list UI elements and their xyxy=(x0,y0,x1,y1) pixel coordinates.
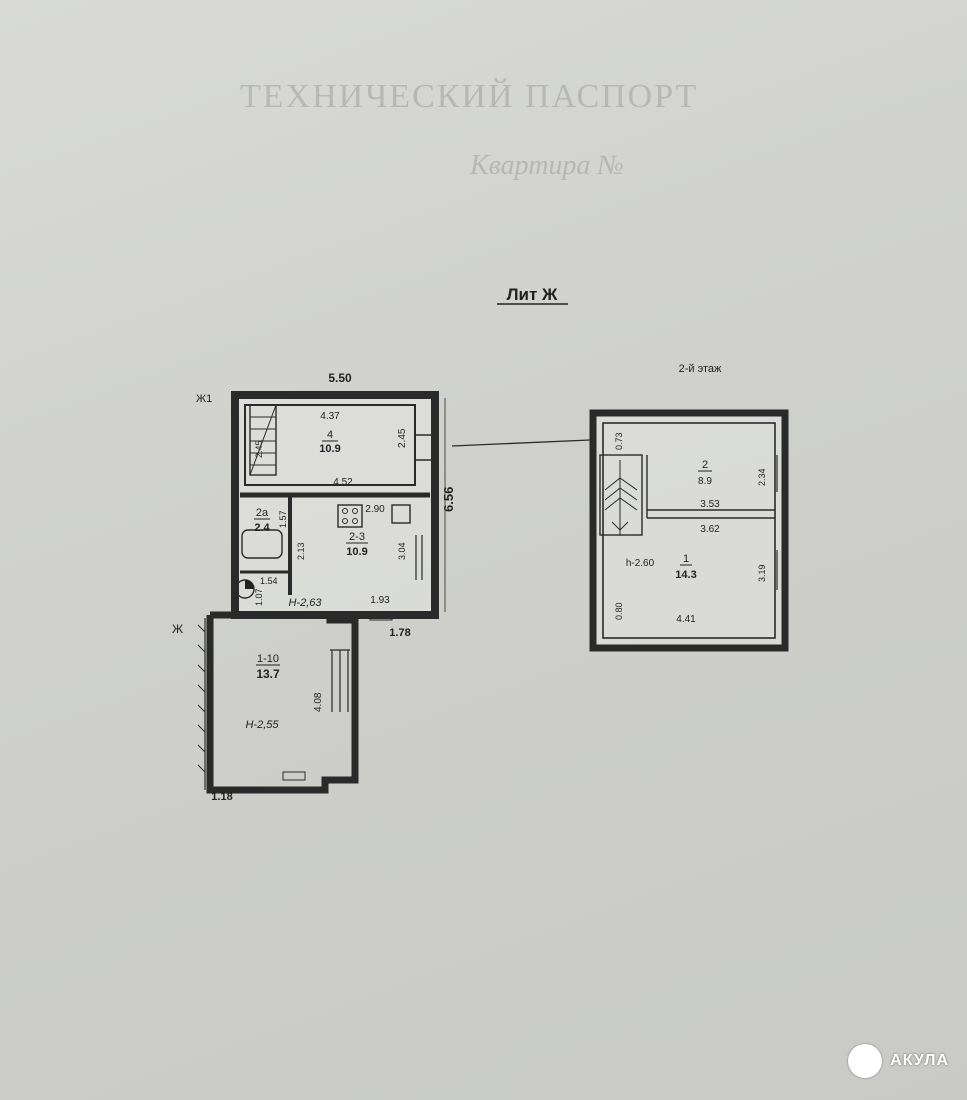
dim-room4-stair: 2.45 xyxy=(254,440,264,458)
room-2a-number: 2a xyxy=(256,507,269,519)
dim-wc-width: 1.54 xyxy=(260,576,278,586)
entrance-zh-label: Ж xyxy=(172,622,183,636)
dim-hall-height: 4.08 xyxy=(313,692,324,712)
room-f2-2-number: 2 xyxy=(702,459,708,471)
entrance-zh1-label: Ж1 xyxy=(196,393,212,405)
ghost-subtitle: Квартира № xyxy=(470,150,624,181)
ghost-title: ТЕХНИЧЕСКИЙ ПАСПОРТ xyxy=(240,78,699,115)
room-1-10-number: 1-10 xyxy=(257,653,279,665)
floor1-plan xyxy=(197,391,591,794)
room-f2-1-area: 14.3 xyxy=(675,569,696,581)
logo-text: АКУЛА xyxy=(890,1052,949,1069)
hall-outer-wall xyxy=(206,611,359,794)
floor2-label: 2-й этаж xyxy=(679,363,722,375)
dim-kitchen-bottom: 1.93 xyxy=(370,595,390,606)
dim-f2-room1-bottom: 4.41 xyxy=(676,614,696,625)
dim-f2-room1-right: 3.19 xyxy=(757,564,767,582)
dim-overall-width: 5.50 xyxy=(328,371,352,385)
room-1-10-area: 13.7 xyxy=(256,667,280,681)
stair-floor2 xyxy=(599,454,643,536)
room-f2-1-height: h-2.60 xyxy=(626,558,655,569)
bathtub-icon xyxy=(241,529,283,559)
sink-icon xyxy=(391,504,411,524)
dim-f2-room2-right: 2.34 xyxy=(757,468,767,486)
room-4-area: 10.9 xyxy=(319,443,340,455)
dim-f2-room1-left: 0.80 xyxy=(614,602,624,620)
room-2a-area: 2.4 xyxy=(254,522,270,534)
dim-room4-right: 2.45 xyxy=(397,428,408,448)
dim-room4-top: 4.37 xyxy=(320,411,340,422)
watermark-logo: АКУЛА xyxy=(848,1044,949,1078)
room-f2-1-number: 1 xyxy=(683,553,689,565)
plan-title: Лит Ж xyxy=(507,285,558,304)
dim-bath-width: 1.57 xyxy=(278,510,288,528)
dim-f2-stair-offset: 0.73 xyxy=(614,432,624,450)
room-2-3-number: 2-3 xyxy=(349,531,365,543)
room-4-number: 4 xyxy=(327,429,333,441)
dim-bath-height: 2.13 xyxy=(296,542,306,560)
floor2-outer-wall xyxy=(589,409,789,652)
stove-icon xyxy=(337,504,363,528)
dim-f2-room1-top: 3.62 xyxy=(700,524,720,535)
room-2-3-height: Н-2,63 xyxy=(288,597,322,609)
shark-fin-icon xyxy=(848,1044,883,1078)
dim-hall-bottom: 1.18 xyxy=(211,791,232,803)
room-2-3-area: 10.9 xyxy=(346,546,367,558)
room-4-outline xyxy=(244,404,416,486)
stair-room4 xyxy=(249,404,277,476)
dim-kitchen-right: 3.04 xyxy=(397,542,407,560)
room-1-10-height: Н-2,55 xyxy=(245,719,279,731)
dim-wc-height: 1.07 xyxy=(254,588,264,606)
dim-f2-room2-bottom: 3.53 xyxy=(700,499,720,510)
dim-porch: 1.78 xyxy=(389,627,410,639)
floor2-plan xyxy=(589,409,789,652)
dim-room4-bottom: 4.52 xyxy=(333,477,353,488)
dim-kitchen-top: 2.90 xyxy=(365,504,385,515)
room-f2-2-area: 8.9 xyxy=(698,476,712,487)
dim-overall-depth: 6.56 xyxy=(441,487,456,512)
